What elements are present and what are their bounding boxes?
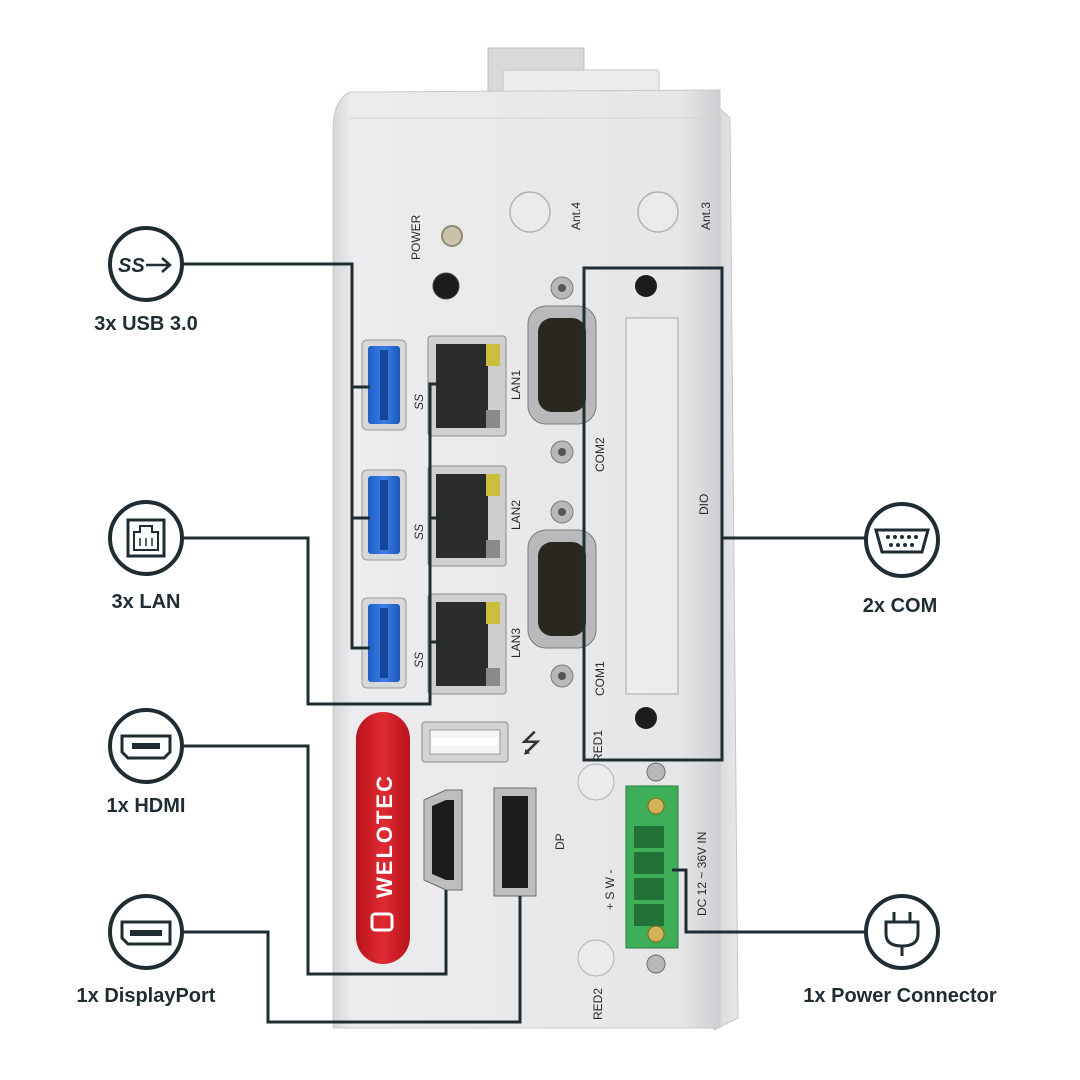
device-image: POWER Ant.4 Ant.3 SS SS SS [332, 47, 739, 1031]
usb2-trident-icon: ⭍ [520, 728, 542, 758]
antenna-3-hole [637, 191, 679, 233]
ant3-label: Ant.3 [699, 202, 713, 230]
lan-callout-line [182, 382, 440, 706]
com2-label: COM2 [593, 437, 607, 472]
usb-port-2 [361, 469, 407, 561]
dio-screw-bottom [635, 707, 657, 729]
red2-button-hole [577, 939, 615, 977]
com2-serial-port [527, 276, 597, 464]
power-led [441, 225, 463, 247]
usb-callout-icon: SS [108, 226, 184, 302]
com1-serial-port [527, 500, 597, 688]
usb-ss-mark-3: SS [412, 652, 426, 668]
lan2-label: LAN2 [509, 500, 523, 530]
ethernet-port-icon [108, 500, 184, 576]
terminal-pin-labels: + S W - [603, 870, 617, 910]
lan-port-1 [427, 335, 507, 437]
power-plug-icon [864, 894, 940, 970]
red2-label: RED2 [591, 988, 605, 1020]
chassis-front [332, 89, 721, 1029]
usb-port-3 [361, 597, 407, 689]
dio-slot-cover [625, 317, 679, 695]
red1-label: RED1 [591, 730, 605, 762]
brand-text: WELOTEC [372, 774, 397, 898]
displayport-callout-line [182, 896, 522, 1024]
lan-port-3 [427, 593, 507, 695]
com1-label: COM1 [593, 661, 607, 696]
power-callout-label: 1x Power Connector [803, 985, 997, 1007]
power-callout-line [672, 868, 866, 934]
com-callout-line [582, 266, 866, 762]
usb-ss-mark-2: SS [412, 524, 426, 540]
dp-label: DP [553, 833, 567, 850]
hdmi-callout-line [182, 744, 448, 976]
usb2-port [421, 721, 509, 763]
lan3-label: LAN3 [509, 628, 523, 658]
hdmi-port [423, 789, 463, 891]
lan-port-2 [427, 465, 507, 567]
power-terminal-block [625, 762, 679, 974]
welotec-brand-badge: WELOTEC [356, 712, 410, 964]
displayport-callout-label: 1x DisplayPort [77, 985, 216, 1007]
dc-input-label: DC 12 ~ 36V IN [695, 832, 709, 916]
hdmi-callout-label: 1x HDMI [107, 795, 186, 817]
power-label: POWER [409, 214, 423, 260]
dio-screw-top [635, 275, 657, 297]
com-callout-label: 2x COM [863, 595, 937, 617]
usb-callout-label: 3x USB 3.0 [94, 313, 197, 335]
lan1-label: LAN1 [509, 370, 523, 400]
displayport-icon [108, 894, 184, 970]
red1-button-hole [577, 763, 615, 801]
displayport-port [493, 787, 537, 897]
usb-callout-line [182, 262, 370, 650]
svg-text:SS: SS [118, 255, 145, 277]
power-button [432, 272, 460, 300]
hdmi-port-icon [108, 708, 184, 784]
serial-port-icon [864, 502, 940, 578]
ant4-label: Ant.4 [569, 202, 583, 230]
antenna-4-hole [509, 191, 551, 233]
usb-port-1 [361, 339, 407, 431]
dio-label: DIO [697, 494, 711, 515]
lan-callout-label: 3x LAN [112, 591, 181, 613]
usb-ss-mark-1: SS [412, 394, 426, 410]
callout-lines [182, 262, 866, 1024]
